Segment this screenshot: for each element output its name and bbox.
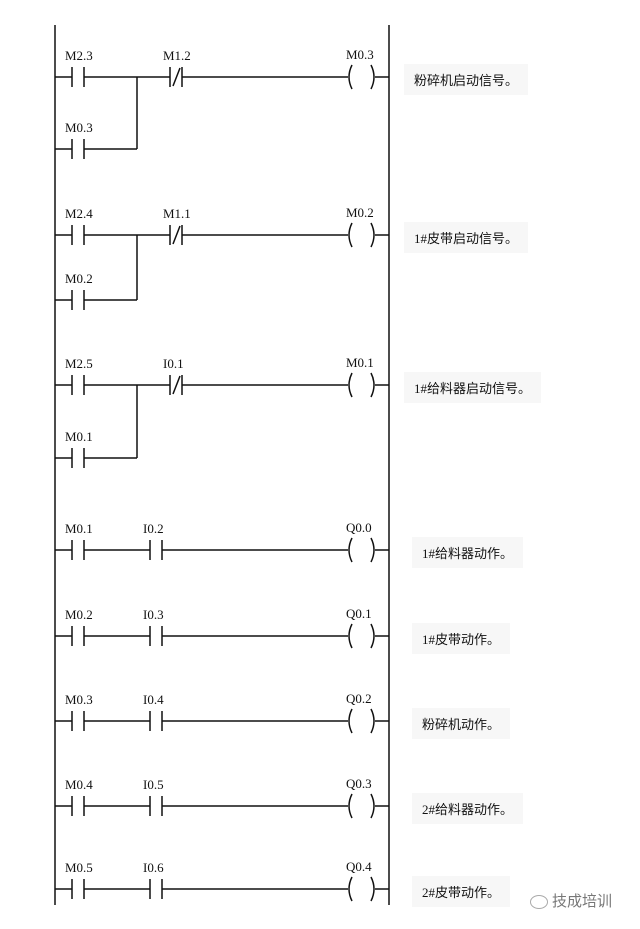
normally-open-contact: M0.4 <box>65 777 93 816</box>
coil-left-arc <box>348 222 353 248</box>
coil-right-arc <box>370 372 375 398</box>
output-coil: M0.3 <box>346 47 375 90</box>
normally-closed-contact: M1.2 <box>163 48 191 87</box>
rung-comment: 1#皮带动作。 <box>412 623 511 654</box>
normally-open-contact: I0.4 <box>143 692 164 731</box>
output-coil: M0.1 <box>346 355 375 398</box>
coil-label: M0.2 <box>346 205 374 220</box>
normally-open-contact: M0.1 <box>65 429 93 468</box>
contact-label: M0.4 <box>65 777 93 792</box>
coil-right-arc <box>370 793 375 819</box>
normally-open-contact: M0.1 <box>65 521 93 560</box>
coil-label: Q0.0 <box>346 520 372 535</box>
normally-open-contact: I0.6 <box>143 860 164 899</box>
contact-label: M0.3 <box>65 692 93 707</box>
coil-label: Q0.2 <box>346 691 372 706</box>
contact-label: I0.3 <box>143 607 164 622</box>
rung: M0.4 I0.5 Q0.3 <box>55 776 389 819</box>
coil-left-arc <box>348 623 353 649</box>
normally-open-contact: M0.3 <box>65 120 93 159</box>
rung-comment: 2#给料器动作。 <box>412 793 524 824</box>
coil-left-arc <box>348 372 353 398</box>
output-coil: M0.2 <box>346 205 375 248</box>
normally-open-contact: M0.2 <box>65 607 93 646</box>
output-coil: Q0.0 <box>346 520 375 563</box>
coil-label: Q0.4 <box>346 859 372 874</box>
coil-right-arc <box>370 537 375 563</box>
rung-comment: 粉碎机启动信号。 <box>404 64 529 95</box>
contact-label: I0.1 <box>163 356 184 371</box>
contact-label: M2.5 <box>65 356 93 371</box>
coil-left-arc <box>348 793 353 819</box>
normally-open-contact: M2.5 <box>65 356 93 395</box>
normally-open-contact: I0.2 <box>143 521 164 560</box>
wechat-icon <box>530 895 548 909</box>
coil-right-arc <box>370 623 375 649</box>
coil-right-arc <box>370 222 375 248</box>
contact-label: M2.4 <box>65 206 93 221</box>
coil-right-arc <box>370 876 375 902</box>
normally-open-contact: I0.3 <box>143 607 164 646</box>
normally-open-contact: M0.2 <box>65 271 93 310</box>
watermark: 技成培训 <box>552 892 613 910</box>
contact-label: M0.2 <box>65 271 93 286</box>
coil-right-arc <box>370 708 375 734</box>
contact-label: I0.4 <box>143 692 164 707</box>
coil-label: M0.1 <box>346 355 374 370</box>
normally-open-contact: M0.5 <box>65 860 93 899</box>
contact-label: I0.5 <box>143 777 164 792</box>
coil-right-arc <box>370 64 375 90</box>
coil-left-arc <box>348 537 353 563</box>
coil-left-arc <box>348 708 353 734</box>
contact-label: I0.6 <box>143 860 164 875</box>
output-coil: Q0.1 <box>346 606 375 649</box>
coil-label: M0.3 <box>346 47 374 62</box>
contact-label: M0.1 <box>65 521 93 536</box>
normally-open-contact: I0.5 <box>143 777 164 816</box>
normally-open-contact: M2.4 <box>65 206 93 245</box>
normally-closed-contact: M1.1 <box>163 206 191 245</box>
normally-open-contact: M0.3 <box>65 692 93 731</box>
output-coil: Q0.3 <box>346 776 375 819</box>
normally-open-contact: M2.3 <box>65 48 93 87</box>
output-coil: Q0.2 <box>346 691 375 734</box>
contact-slash <box>172 375 181 395</box>
rung-comment: 粉碎机动作。 <box>412 708 511 739</box>
contact-label: M2.3 <box>65 48 93 63</box>
contact-label: M0.1 <box>65 429 93 444</box>
contact-label: M0.2 <box>65 607 93 622</box>
contact-slash <box>172 67 181 87</box>
rung-comment: 1#给料器启动信号。 <box>404 372 542 403</box>
coil-left-arc <box>348 64 353 90</box>
contact-label: I0.2 <box>143 521 164 536</box>
contact-label: M1.1 <box>163 206 191 221</box>
coil-label: Q0.3 <box>346 776 372 791</box>
coil-label: Q0.1 <box>346 606 372 621</box>
contact-label: M0.5 <box>65 860 93 875</box>
contact-label: M1.2 <box>163 48 191 63</box>
coil-left-arc <box>348 876 353 902</box>
rung-comment: 1#给料器动作。 <box>412 537 524 568</box>
contact-slash <box>172 225 181 245</box>
rung: M0.1 I0.2 Q0.0 <box>55 520 389 563</box>
rung: M0.5 I0.6 Q0.4 <box>55 859 389 902</box>
output-coil: Q0.4 <box>346 859 375 902</box>
contact-label: M0.3 <box>65 120 93 135</box>
rung: M0.2 I0.3 Q0.1 <box>55 606 389 649</box>
rung-comment: 1#皮带启动信号。 <box>404 222 529 253</box>
rung-comment: 2#皮带动作。 <box>412 876 511 907</box>
normally-closed-contact: I0.1 <box>163 356 184 395</box>
rung: M0.3 I0.4 Q0.2 <box>55 691 389 734</box>
